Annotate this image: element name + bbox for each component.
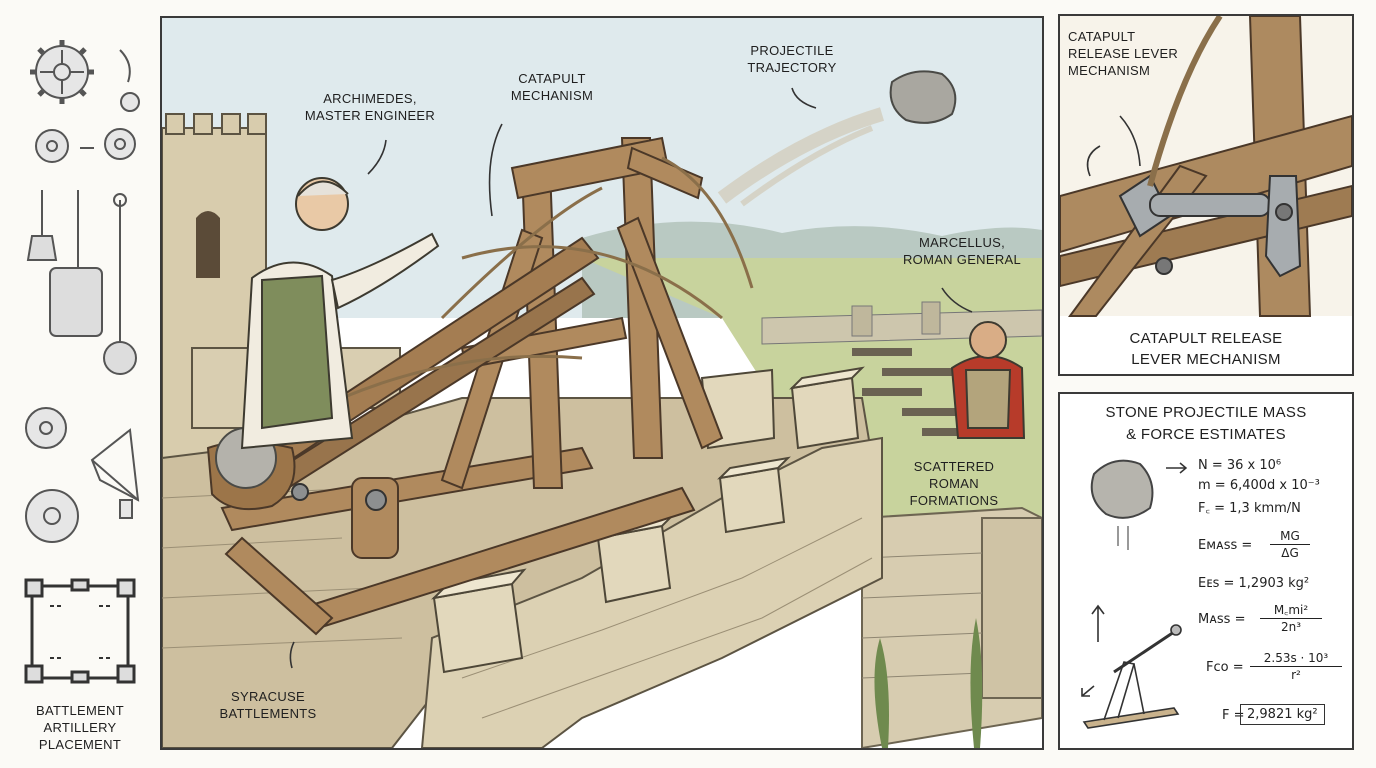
fco-denominator: r² <box>1291 668 1301 682</box>
estimates-title: STONE PROJECTILE MASS & FORCE ESTIMATES <box>1105 404 1307 443</box>
lever-mechanism-panel: CATAPULT RELEASE LEVER MECHANISM CATAPUL… <box>1058 14 1354 376</box>
main-scene-illustration <box>162 18 1042 748</box>
estimates-panel: STONE PROJECTILE MASS & FORCE ESTIMATES … <box>1058 392 1354 750</box>
fco-numerator: 2.53s · 10³ <box>1250 650 1342 667</box>
label-archimedes: ARCHIMEDES, MASTER ENGINEER <box>304 91 436 123</box>
emass-numerator: MG <box>1270 528 1310 545</box>
lever-panel-caption: CATAPULT RELEASE LEVER MECHANISM <box>1129 330 1283 368</box>
equation-mass-lhs: Mᴀss = <box>1198 612 1246 627</box>
main-scene-panel: ARCHIMEDES, MASTER ENGINEER CATAPULT MEC… <box>160 16 1044 750</box>
label-battlement-artillery: BATTLEMENT ARTILLERY PLACEMENT <box>36 703 124 752</box>
label-projectile-trajectory: PROJECTILE TRAJECTORY <box>747 43 837 75</box>
equation-fco-fraction: 2.53s · 10³ r² <box>1250 650 1342 683</box>
pulley-weights-sketch <box>26 190 137 375</box>
gear-sketches-top <box>30 40 140 163</box>
projectile-stone-sketch <box>1090 459 1154 550</box>
equation-emass-lhs: Eᴍᴀss = <box>1198 538 1253 553</box>
mass-denominator: 2n³ <box>1280 620 1302 634</box>
equation-emass-fraction: MG ΔG <box>1270 528 1310 561</box>
equation-ees: Eᴇs = 1,2903 kg² <box>1198 576 1310 591</box>
equation-final-box: 2,9821 kg² <box>1240 704 1325 725</box>
equation-f: F꜀ = 1,3 kmm/N <box>1198 501 1301 516</box>
equation-mass-fraction: M꜀mi² 2n³ <box>1260 602 1322 635</box>
mass-numerator: M꜀mi² <box>1260 602 1322 619</box>
arrow-to-values <box>1166 462 1188 474</box>
label-syracuse-battlements: SYRACUSE BATTLEMENTS <box>219 689 317 721</box>
equation-n: N = 36 x 10⁶ <box>1198 458 1282 473</box>
label-marcellus: MARCELLUS, ROMAN GENERAL <box>902 235 1022 267</box>
lever-panel-top-label: CATAPULT RELEASE LEVER MECHANISM <box>1068 29 1179 78</box>
label-scattered-roman: SCATTERED ROMAN FORMATIONS <box>909 459 999 508</box>
mini-catapult-sketch <box>1081 604 1182 729</box>
label-catapult-mechanism: CATAPULT MECHANISM <box>510 71 594 103</box>
gears-and-pulley-sketch <box>25 407 140 543</box>
equation-final-lhs: F = <box>1222 708 1245 723</box>
equation-m: m = 6,400d x 10⁻³ <box>1198 478 1320 493</box>
lever-mechanism-illustration <box>1060 16 1352 317</box>
battlement-plan-sketch <box>24 578 136 684</box>
emass-denominator: ΔG <box>1281 546 1299 560</box>
equation-fco-lhs: Fco = <box>1206 660 1244 675</box>
